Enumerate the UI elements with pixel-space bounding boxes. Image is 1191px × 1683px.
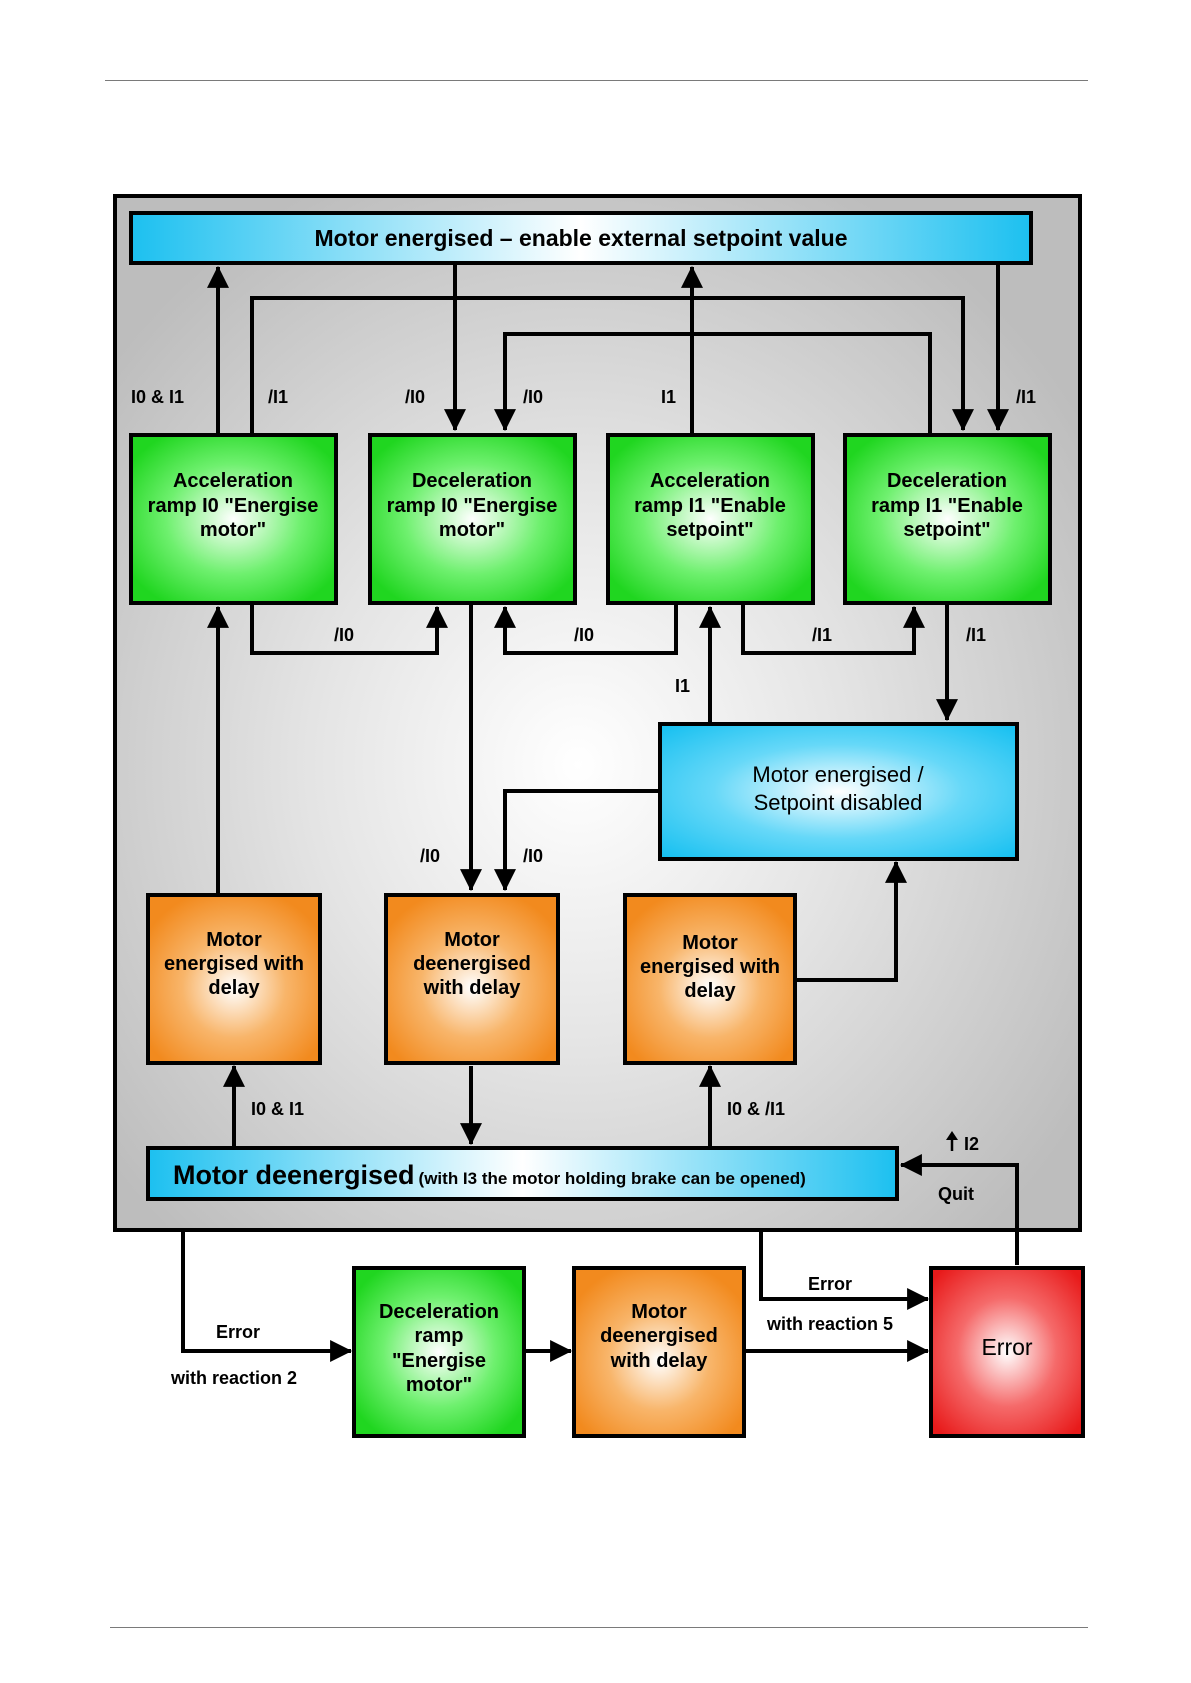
label-not-i1-mid-a: /I1 <box>812 625 832 645</box>
label-not-i1-right: /I1 <box>1016 387 1036 407</box>
connectors <box>181 265 1019 1362</box>
label-not-i0-mid-a: /I0 <box>334 625 354 645</box>
label-i1-mid: I1 <box>675 676 690 696</box>
label-i0-and-i1-bottom: I0 & I1 <box>251 1099 304 1119</box>
label-i0-and-i1-top: I0 & I1 <box>131 387 184 407</box>
label-error-reaction2-b: with reaction 2 <box>170 1368 297 1388</box>
rising-edge-icon <box>946 1131 958 1151</box>
svg-text:Error: Error <box>981 1334 1032 1360</box>
edge-accel-i0-to-decel-i0 <box>250 604 448 655</box>
label-i1-top: I1 <box>661 387 676 407</box>
label-not-i0-b: /I0 <box>523 387 543 407</box>
label-not-i0-low-a: /I0 <box>420 846 440 866</box>
label-not-i1-mid-b: /I1 <box>966 625 986 645</box>
label-error-reaction5-a: Error <box>808 1274 852 1294</box>
diagram-panel <box>113 194 1082 1232</box>
banner-bottom-note: (with I3 the motor holding brake can be … <box>419 1169 806 1188</box>
banner-bottom-main: Motor deenergised <box>173 1160 415 1190</box>
svg-text:Motor deenergised(with I3 the: Motor deenergised(with I3 the motor hold… <box>173 1160 806 1190</box>
label-not-i0-a: /I0 <box>405 387 425 407</box>
edge-labels: I0 & I1 /I1 /I0 /I0 I1 /I1 /I0 /I0 /I1 /… <box>131 387 1036 1388</box>
label-quit: Quit <box>938 1184 974 1204</box>
label-i2: I2 <box>964 1134 979 1154</box>
label-not-i1-a: /I1 <box>268 387 288 407</box>
edge-accel-i0-to-decel-i1 <box>250 296 974 433</box>
label-i0-and-not-i1: I0 & /I1 <box>727 1099 785 1119</box>
edge-energised-delay-to-setpoint-disabled <box>795 860 907 982</box>
edge-error-to-deenergised <box>899 1154 1019 1265</box>
banner-top-label: Motor energised – enable external setpoi… <box>315 225 848 251</box>
banner-motor-deenergised: Motor deenergised(with I3 the motor hold… <box>146 1146 899 1201</box>
banner-motor-energised: Motor energised – enable external setpoi… <box>129 211 1033 265</box>
label-error-reaction5-b: with reaction 5 <box>766 1314 893 1334</box>
edge-decel-i1-to-decel-i0 <box>494 332 932 433</box>
node-setpoint-disabled: Motor energised /Setpoint disabled <box>658 722 1019 861</box>
edge-setpoint-disabled-to-deenergised-delay <box>494 789 658 892</box>
node-error: Error <box>929 1266 1085 1438</box>
edge-accel-i1-to-decel-i1 <box>741 604 925 655</box>
edge-error-reaction-2 <box>181 1230 353 1362</box>
label-not-i0-mid-b: /I0 <box>574 625 594 645</box>
edge-error-reaction-5 <box>759 1230 930 1310</box>
label-not-i0-low-b: /I0 <box>523 846 543 866</box>
svg-text:Motor energised /Setpoint disa: Motor energised /Setpoint disabled <box>752 762 924 815</box>
edge-accel-i1-to-decel-i0-mid <box>494 604 678 655</box>
header-rule <box>105 80 1088 81</box>
footer-rule <box>110 1627 1088 1628</box>
label-error-reaction2-a: Error <box>216 1322 260 1342</box>
